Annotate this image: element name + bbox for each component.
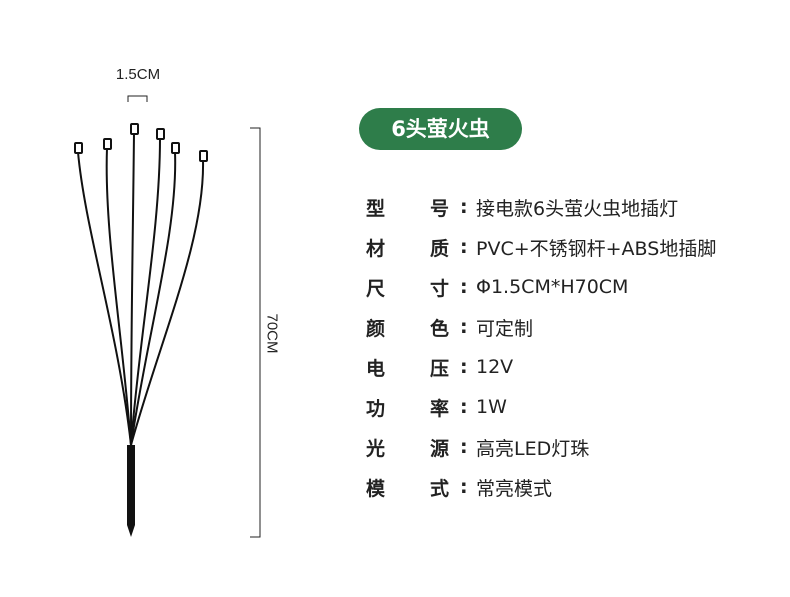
spec-value: 高亮LED灯珠 [476, 437, 590, 460]
spec-key-char-1: 型 [366, 197, 386, 220]
spec-colon: : [460, 196, 468, 218]
stems [77, 132, 205, 446]
bulb-2 [103, 138, 112, 150]
spec-value: 1W [476, 396, 507, 418]
bulb-3 [130, 123, 139, 135]
product-title-badge: 6头萤火虫 [359, 108, 522, 150]
height-bracket [250, 127, 261, 538]
spec-row: 材 质 : PVC+不锈钢杆+ABS地插脚 [366, 227, 776, 267]
stem-1 [77, 151, 132, 446]
spec-key-char-1: 材 [366, 237, 386, 260]
height-label: 70CM [263, 313, 281, 354]
stem-3 [130, 132, 135, 446]
bulb-4 [156, 128, 165, 140]
spec-row: 功 率 : 1W [366, 387, 776, 427]
spec-value: PVC+不锈钢杆+ABS地插脚 [476, 237, 717, 260]
bulb-6 [199, 150, 208, 162]
spec-colon: : [460, 476, 468, 498]
spec-row: 型 号 : 接电款6头萤火虫地插灯 [366, 187, 776, 227]
diameter-bracket [127, 95, 148, 102]
spec-key-char-2: 率 [430, 397, 450, 420]
spec-colon: : [460, 276, 468, 298]
spec-key-char-1: 模 [366, 477, 386, 500]
bulbs [74, 123, 208, 162]
spec-key-char-1: 颜 [366, 317, 386, 340]
spec-key-char-1: 光 [366, 437, 386, 460]
spec-key-char-2: 式 [430, 477, 450, 500]
spec-value: 接电款6头萤火虫地插灯 [476, 197, 679, 220]
spec-key-char-2: 压 [430, 357, 450, 380]
spec-key-char-1: 电 [366, 357, 386, 380]
spec-colon: : [460, 436, 468, 458]
spec-key-char-1: 功 [366, 397, 386, 420]
spec-colon: : [460, 396, 468, 418]
spec-key-char-2: 源 [430, 437, 450, 460]
stem-5 [130, 151, 177, 446]
spec-colon: : [460, 316, 468, 338]
spec-list: 型 号 : 接电款6头萤火虫地插灯 材 质 : PVC+不锈钢杆+ABS地插脚 … [366, 187, 776, 507]
product-illustration: 1.5CM 70CM [0, 0, 300, 597]
spec-key-char-1: 尺 [366, 277, 386, 300]
spec-colon: : [460, 236, 468, 258]
ground-stake [127, 445, 135, 537]
diameter-label: 1.5CM [115, 66, 161, 83]
spec-value: 12V [476, 356, 514, 378]
spec-row: 颜 色 : 可定制 [366, 307, 776, 347]
stem-2 [105, 147, 132, 446]
spec-value: 可定制 [476, 317, 534, 340]
spec-key-char-2: 号 [430, 197, 450, 220]
bulb-1 [74, 142, 83, 154]
firefly-stake-light-icon [74, 95, 261, 538]
stem-6 [130, 159, 205, 446]
spec-value: 常亮模式 [476, 477, 553, 500]
spec-row: 模 式 : 常亮模式 [366, 467, 776, 507]
spec-row: 光 源 : 高亮LED灯珠 [366, 427, 776, 467]
spec-key-char-2: 色 [430, 317, 450, 340]
spec-key-char-2: 质 [430, 237, 450, 260]
spec-key-char-2: 寸 [430, 277, 450, 300]
spec-value: Φ1.5CM*H70CM [476, 276, 629, 298]
spec-row: 尺 寸 : Φ1.5CM*H70CM [366, 267, 776, 307]
spec-row: 电 压 : 12V [366, 347, 776, 387]
spec-colon: : [460, 356, 468, 378]
bulb-5 [171, 142, 180, 154]
stem-4 [130, 137, 161, 446]
